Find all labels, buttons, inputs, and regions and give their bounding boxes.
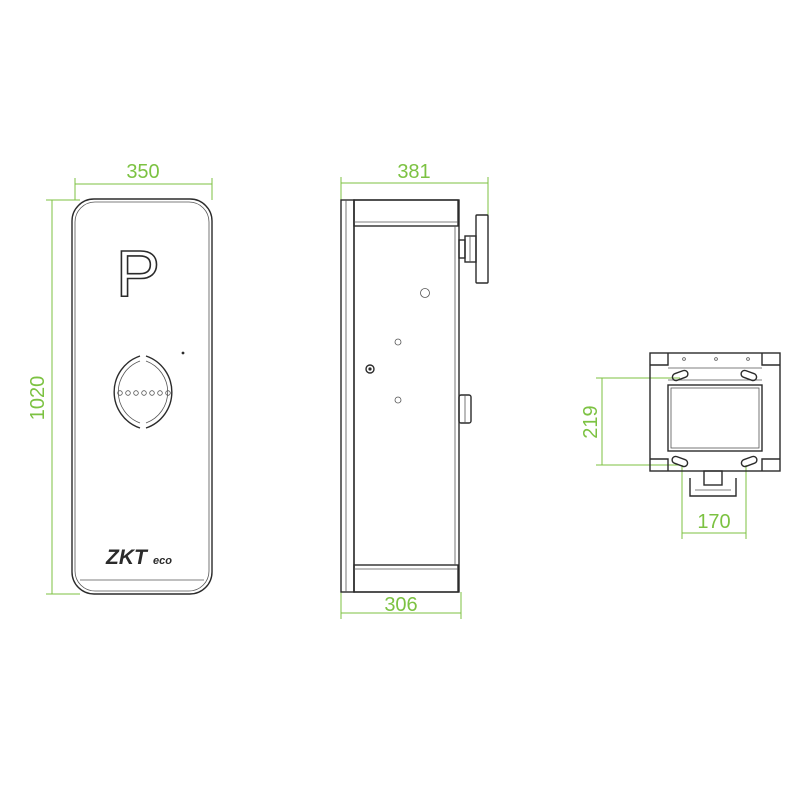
front-body-inner (74, 201, 210, 592)
front-height-label: 1020 (27, 376, 49, 421)
base-width-dimension: 170 (681, 465, 747, 539)
side-body (353, 199, 460, 593)
boom-arm-bracket (458, 214, 489, 284)
front-width-label: 350 (126, 161, 159, 183)
side-view: 381 306 (340, 161, 489, 619)
side-overall-width-label: 381 (397, 161, 430, 183)
mount-hole (420, 288, 430, 298)
base-plate-outline (649, 352, 781, 472)
parking-sign-letter: P (116, 236, 160, 310)
base-depth-dimension: 219 (580, 377, 680, 466)
card-reader (113, 355, 173, 429)
card-reader-leds (117, 390, 171, 396)
front-height-dimension: 1020 (27, 199, 80, 595)
side-front-panel (340, 199, 355, 593)
side-top-cap (353, 199, 459, 227)
lock-keyhole (365, 364, 375, 374)
anchor-slots (671, 369, 758, 468)
front-body-outline (71, 198, 213, 595)
zkteco-logo: ZKT eco (105, 546, 172, 569)
base-view: 219 170 (580, 352, 781, 539)
front-width-dimension: 350 (74, 161, 213, 200)
logo-main-text: ZKT (105, 546, 149, 569)
indicator-dot (181, 351, 185, 355)
base-bottom-bracket (689, 470, 737, 497)
side-bottom-cap (353, 564, 459, 593)
base-width-label: 170 (697, 511, 730, 533)
front-view: 350 1020 P (27, 161, 213, 595)
logo-sub-text: eco (153, 555, 172, 567)
base-inner-frame (667, 384, 763, 452)
side-body-width-dimension: 306 (340, 592, 462, 619)
mount-hole (394, 338, 402, 346)
side-overall-width-dimension: 381 (340, 161, 489, 215)
side-body-width-label: 306 (384, 594, 417, 616)
mount-hole (394, 396, 402, 404)
base-depth-label: 219 (580, 405, 602, 438)
